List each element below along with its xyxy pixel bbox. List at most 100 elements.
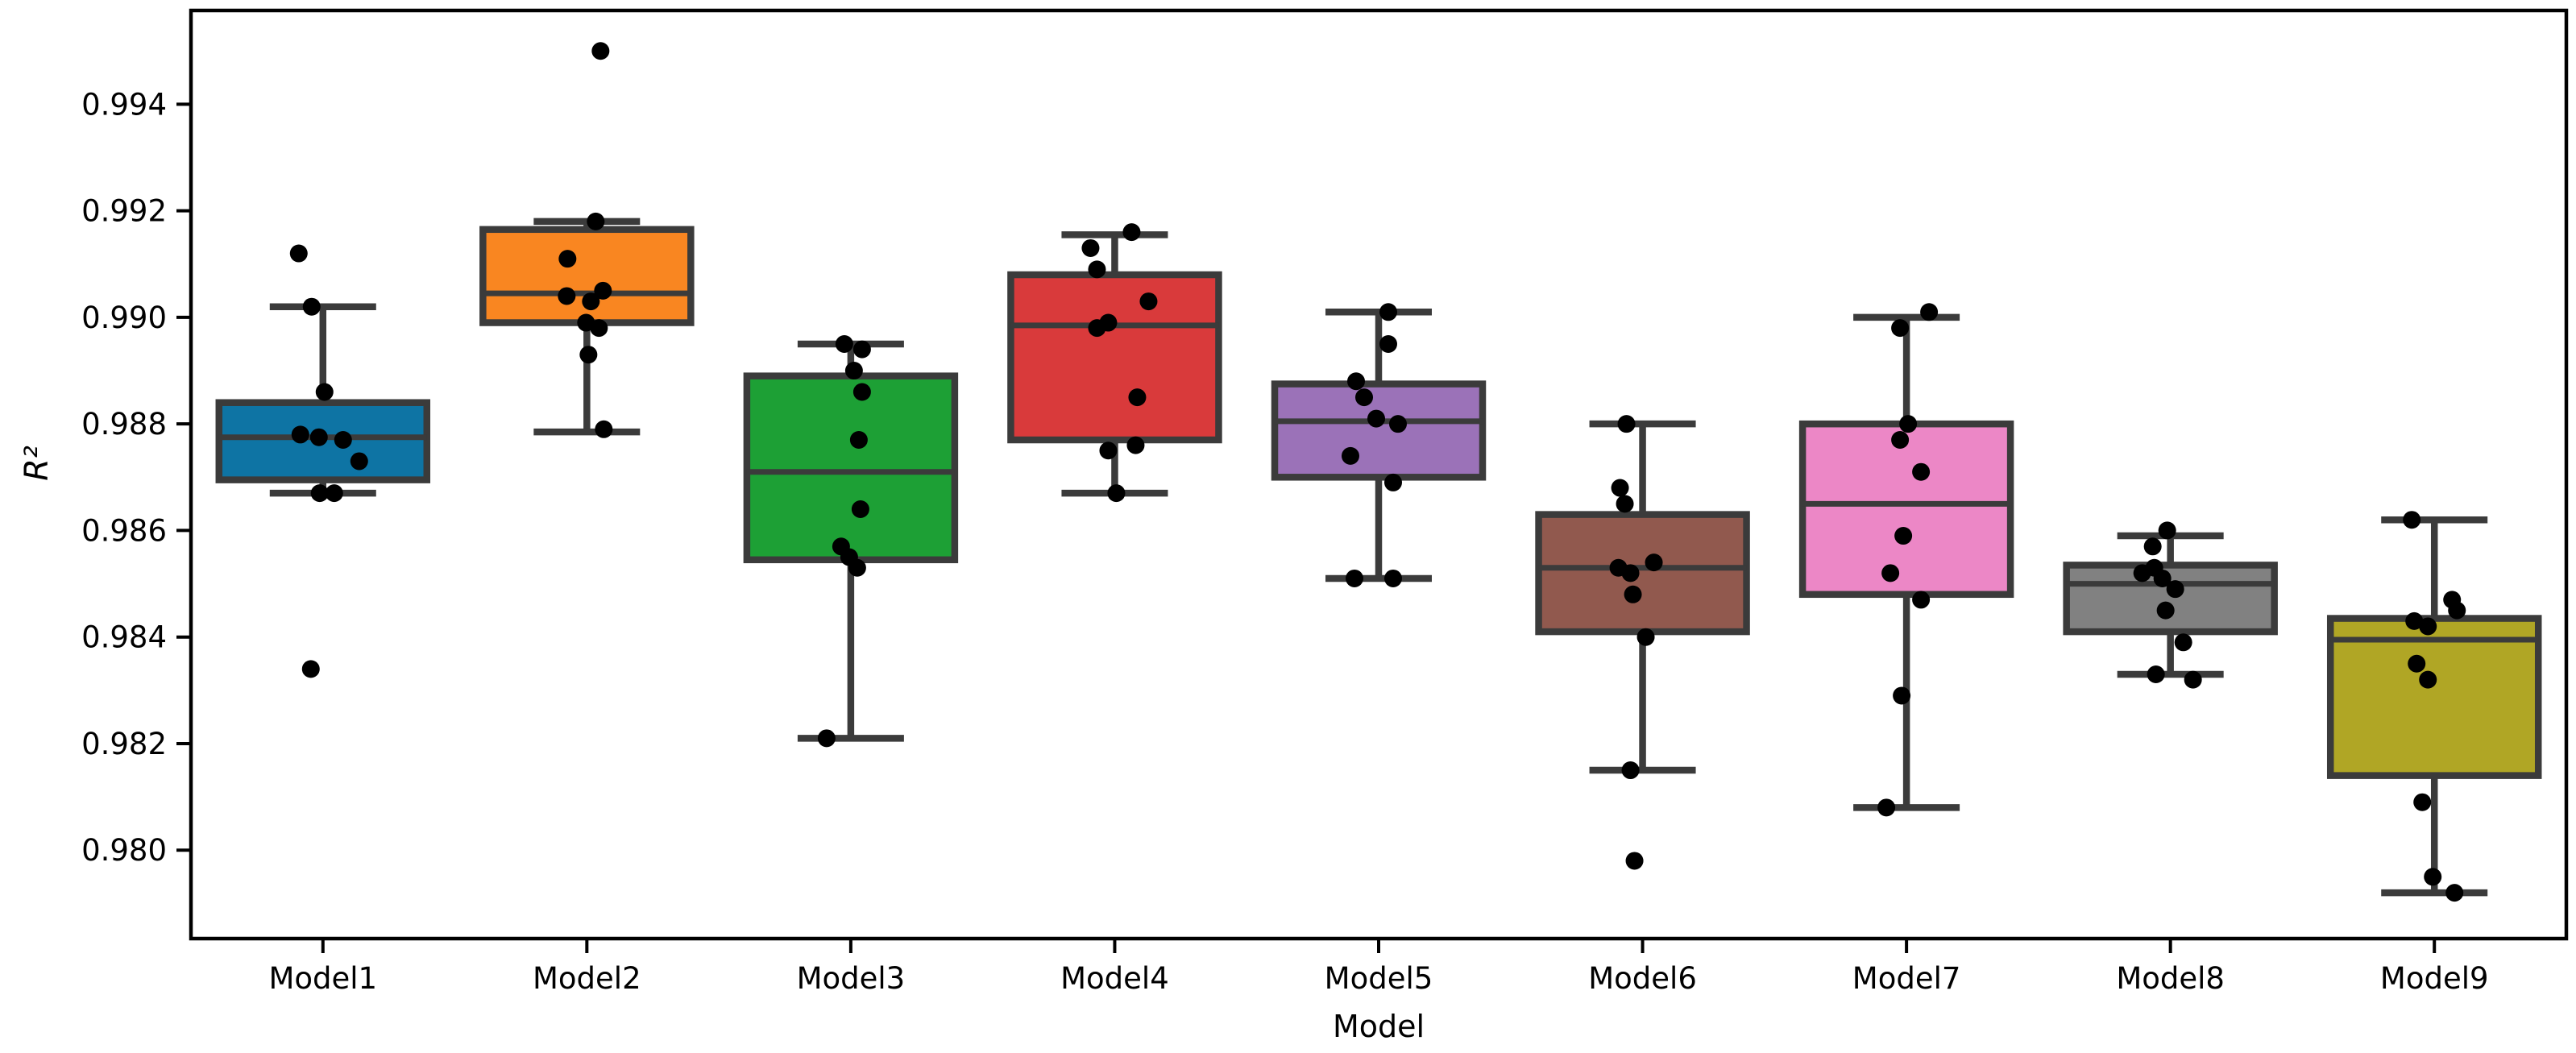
data-point [1081, 238, 1100, 257]
data-point [1611, 479, 1629, 497]
data-point [1384, 473, 1402, 491]
data-point [2419, 670, 2437, 689]
data-point [1107, 484, 1126, 503]
box-rect [2326, 615, 2542, 779]
x-tick-label: Model9 [2380, 961, 2489, 996]
box-group-model2 [479, 42, 695, 438]
y-tick-label: 0.984 [81, 620, 167, 655]
data-point [334, 431, 352, 450]
data-point [302, 297, 321, 316]
data-point [315, 383, 334, 401]
data-point [2405, 611, 2424, 630]
data-point [1645, 553, 1663, 572]
data-point [1621, 761, 1640, 780]
data-point [1912, 462, 1931, 481]
data-point [301, 660, 320, 678]
data-point [852, 340, 871, 359]
y-axis-label: R² [19, 446, 56, 481]
data-point [2166, 580, 2184, 599]
box-rect [1271, 380, 1487, 481]
data-point [590, 319, 608, 338]
data-point [1347, 372, 1365, 391]
box-rect [1535, 511, 1750, 636]
box-rect [1007, 271, 1222, 444]
data-point [2419, 617, 2437, 636]
data-point [835, 334, 853, 353]
data-point [2143, 537, 2162, 556]
data-point [2153, 569, 2172, 587]
x-axis-label: Model [1332, 1009, 1425, 1044]
data-point [595, 420, 613, 438]
data-point [2184, 670, 2202, 689]
data-point [1346, 569, 1363, 587]
data-point [1389, 415, 1407, 433]
x-tick-label: Model8 [2116, 961, 2225, 996]
data-point [844, 362, 863, 380]
data-point [1894, 527, 1913, 545]
box-group-model7 [1798, 303, 2014, 817]
y-tick-label: 0.986 [81, 513, 167, 548]
data-point [1342, 446, 1359, 465]
box-group-model8 [2063, 521, 2278, 689]
data-point [1139, 292, 1158, 311]
data-point [2445, 884, 2464, 902]
data-point [2448, 601, 2466, 620]
y-tick-label: 0.982 [81, 727, 167, 761]
data-point [2424, 868, 2442, 886]
box-group-model9 [2326, 511, 2542, 902]
box-group-model3 [743, 334, 959, 748]
box-group-model5 [1271, 303, 1487, 587]
x-tick-label: Model3 [797, 961, 906, 996]
y-tick-label: 0.980 [81, 833, 167, 868]
data-point [1881, 564, 1900, 582]
data-point [579, 346, 598, 364]
data-point [1899, 415, 1918, 433]
y-tick-label: 0.992 [81, 194, 167, 229]
data-point [1877, 798, 1896, 817]
data-point [1126, 436, 1145, 454]
data-point [2133, 564, 2151, 582]
y-tick-label: 0.990 [81, 301, 167, 335]
x-tick-label: Model2 [533, 961, 641, 996]
data-point [1355, 388, 1373, 407]
data-point [582, 292, 600, 311]
data-point [558, 250, 577, 268]
plot-border [189, 8, 2569, 941]
data-point [310, 484, 329, 503]
data-point [2413, 793, 2432, 811]
data-point [1122, 223, 1141, 242]
x-tick-label: Model5 [1325, 961, 1433, 996]
data-point [1891, 319, 1910, 338]
data-point [591, 42, 610, 60]
y-tick-label: 0.988 [81, 407, 167, 442]
data-point [852, 383, 871, 401]
data-point [1379, 303, 1397, 321]
data-point [1920, 303, 1939, 321]
data-point [848, 558, 866, 577]
data-point [851, 500, 869, 518]
data-point [309, 428, 328, 446]
data-point [817, 729, 836, 748]
data-point [2158, 521, 2176, 540]
data-point [289, 244, 308, 263]
data-point [1624, 585, 1642, 603]
box-rect [215, 399, 431, 483]
x-tick-label: Model1 [268, 961, 377, 996]
data-point [1616, 495, 1634, 513]
data-point [291, 425, 309, 444]
box-group-model1 [215, 244, 431, 678]
data-point [587, 212, 605, 230]
data-point [2408, 654, 2426, 673]
data-point [325, 484, 343, 503]
data-point [1099, 442, 1118, 460]
data-point [1128, 388, 1147, 407]
box-group-model4 [1007, 223, 1222, 503]
box-rect [743, 372, 959, 564]
data-point [350, 452, 368, 471]
x-tick-label: Model6 [1588, 961, 1697, 996]
data-point [1379, 334, 1397, 353]
data-point [1893, 686, 1911, 705]
data-point [594, 281, 612, 300]
